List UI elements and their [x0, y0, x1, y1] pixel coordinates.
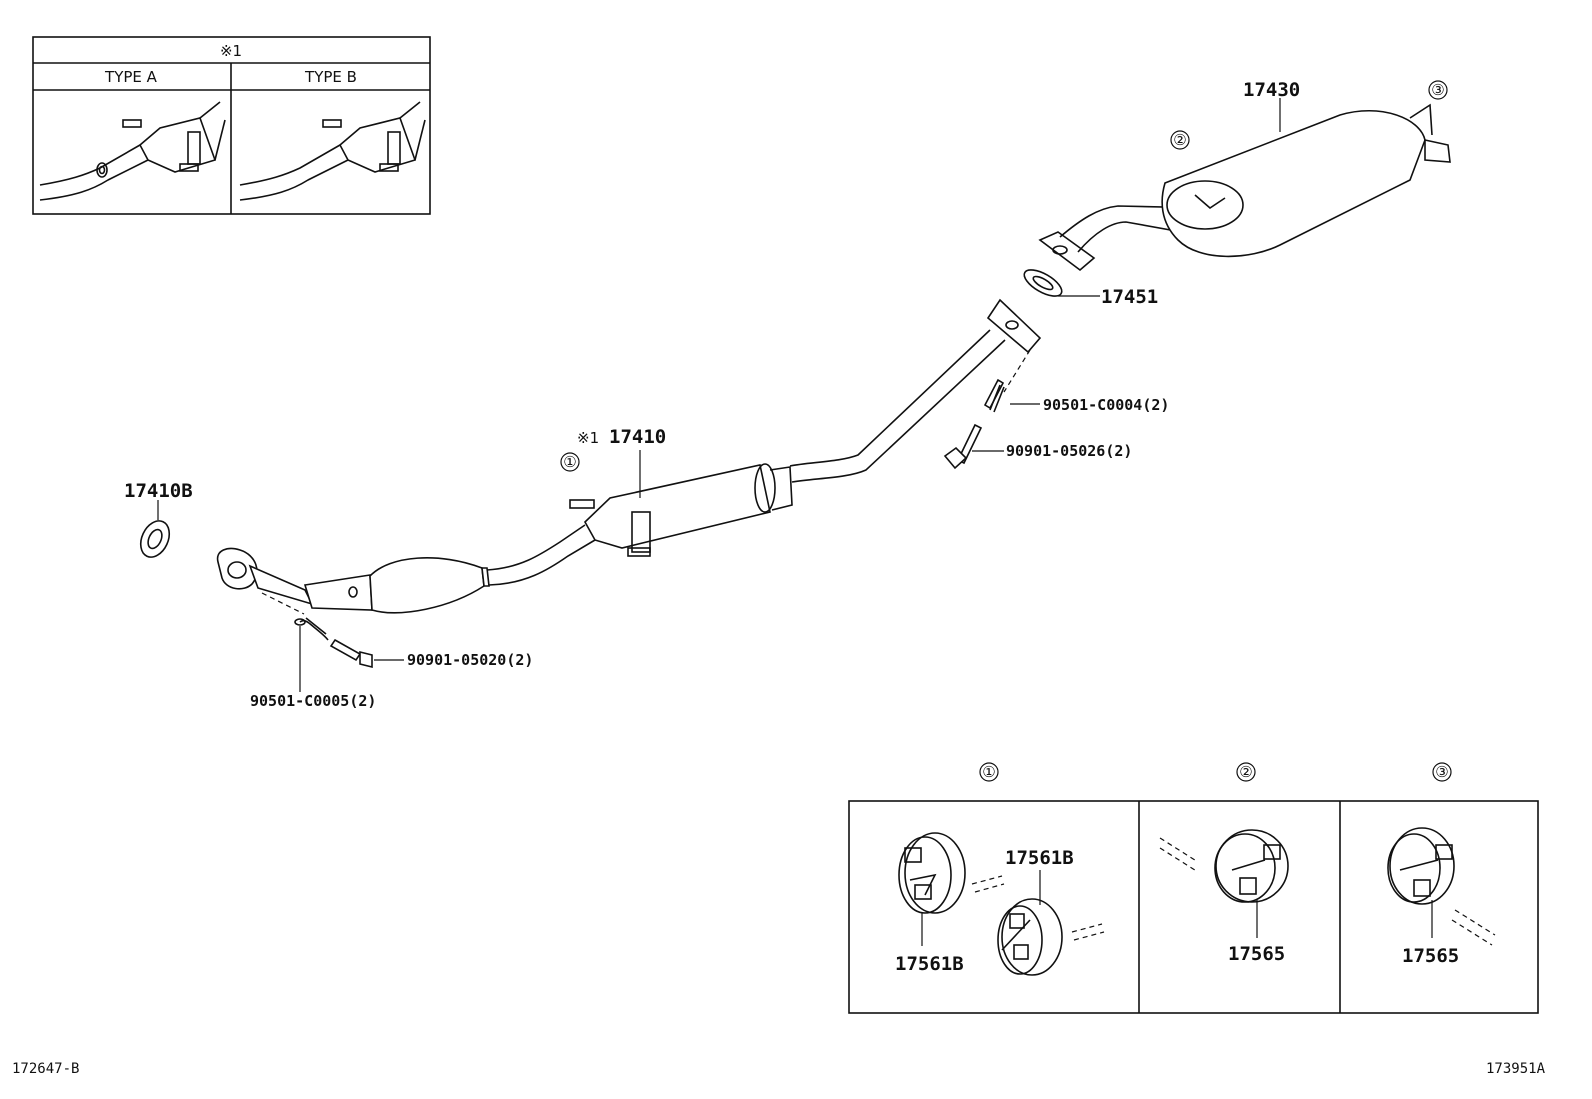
callout-2: ② — [1170, 130, 1190, 150]
type-inset-box: ※1 TYPE A TYPE B — [32, 36, 431, 215]
mount-header-1: ① — [979, 762, 999, 782]
front-flange — [216, 547, 258, 590]
ring-17410b — [139, 500, 171, 558]
inset-type-a-label: TYPE A — [104, 68, 158, 86]
label-17430: 17430 — [1243, 79, 1300, 101]
svg-text:①: ① — [563, 453, 576, 471]
inset-title: ※1 — [220, 42, 242, 60]
rear-fasteners — [943, 349, 1040, 470]
svg-text:②: ② — [1239, 763, 1252, 781]
gasket-17451 — [1023, 269, 1100, 297]
label-17410b: 17410B — [124, 480, 193, 502]
label-17410: 17410 — [609, 426, 666, 448]
type-b-sketch — [239, 101, 426, 201]
cushion-17561b-b — [997, 870, 1105, 976]
svg-text:③: ③ — [1431, 81, 1444, 99]
main-muffler — [1038, 98, 1451, 272]
cushion-17565-2 — [1159, 829, 1289, 938]
label-90501-c0004: 90501-C0004(2) — [1043, 396, 1169, 414]
label-cushion-2: 17565 — [1228, 943, 1285, 965]
center-pipe — [789, 298, 1042, 483]
callout-1: ① — [560, 452, 580, 472]
type-a-sketch — [39, 101, 226, 201]
label-cushion-1a: 17561B — [895, 953, 964, 975]
mount-panel: ① ② ③ — [848, 762, 1539, 1014]
label-17451: 17451 — [1101, 286, 1158, 308]
footer-right-code: 173951A — [1486, 1061, 1546, 1077]
svg-text:①: ① — [982, 763, 995, 781]
front-fasteners — [261, 592, 404, 692]
center-muffler — [569, 463, 793, 557]
cushion-17565-3 — [1387, 827, 1496, 946]
front-pipe-catalyst — [248, 524, 596, 614]
label-cushion-1b: 17561B — [1005, 847, 1074, 869]
footer-left-code: 172647-B — [12, 1061, 79, 1077]
svg-text:③: ③ — [1435, 763, 1448, 781]
label-90901-05020: 90901-05020(2) — [407, 651, 533, 669]
svg-text:②: ② — [1173, 131, 1186, 149]
label-cushion-3: 17565 — [1402, 945, 1459, 967]
mount-header-2: ② — [1236, 762, 1256, 782]
label-90901-05026: 90901-05026(2) — [1006, 442, 1132, 460]
callout-3: ③ — [1428, 80, 1448, 100]
label-90501-c0005: 90501-C0005(2) — [250, 692, 376, 710]
cushion-17561b-a — [898, 832, 1005, 946]
inset-type-b-label: TYPE B — [304, 68, 357, 86]
mount-header-3: ③ — [1432, 762, 1452, 782]
label-17410-note: ※1 — [577, 429, 599, 447]
